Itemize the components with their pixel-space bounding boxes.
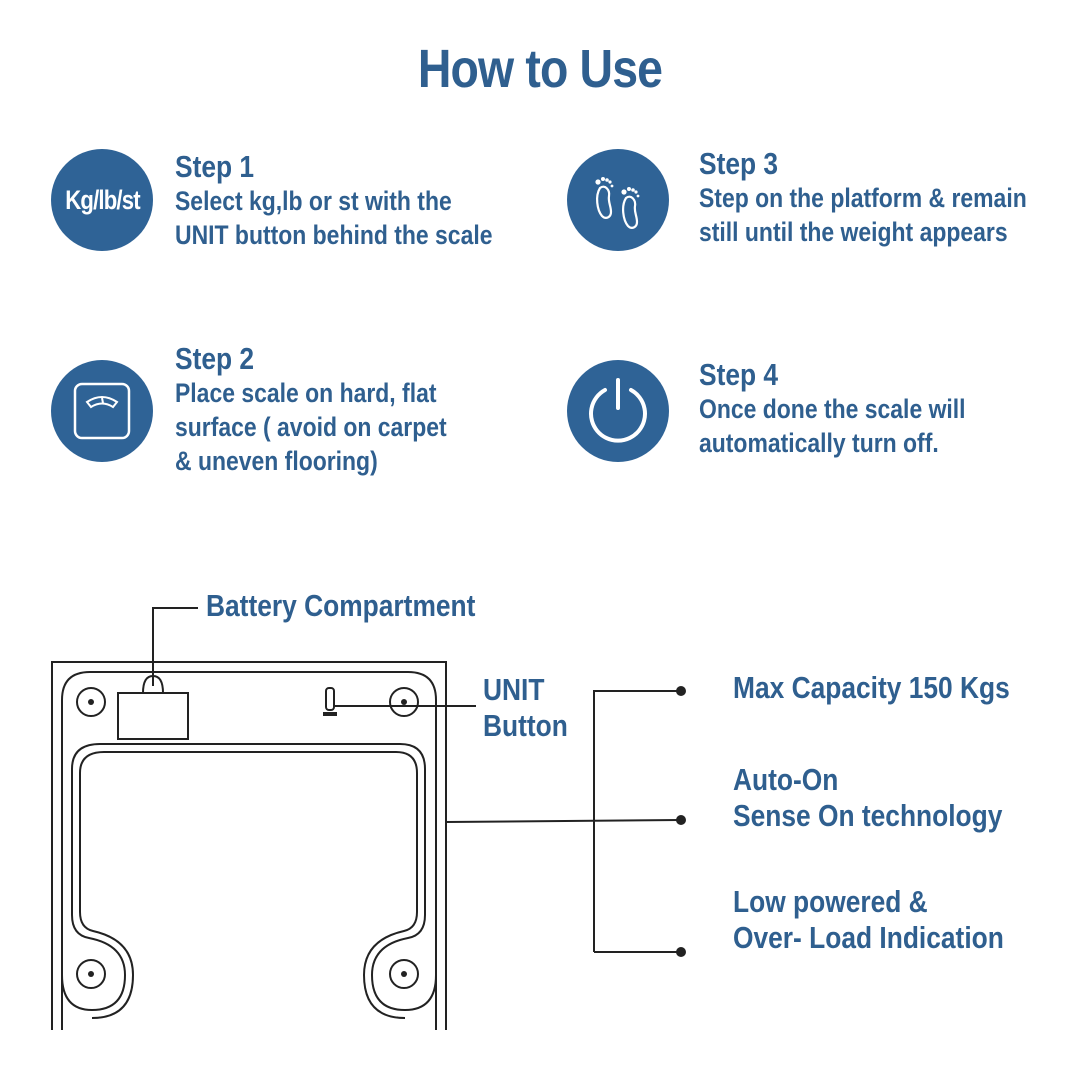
step-2: Step 2 Place scale on hard, flat surface… [175,342,495,478]
feature-2-line-2: Sense On technology [733,798,1003,833]
step-4-line-1: Once done the scale will [699,394,966,424]
step-3: Step 3 Step on the platform & remain sti… [699,147,1080,249]
scale-icon [51,360,153,462]
battery-compartment [117,692,189,740]
feature-low-power: Low powered & Over- Load Indication [733,884,1004,956]
step-1-line-1: Select kg,lb or st with the [175,186,452,216]
page-title: How to Use [417,39,663,99]
step-4-heading: Step 4 [699,357,779,392]
foot-top-right [389,687,419,717]
feature-3-line-1: Low powered & [733,884,928,919]
footprints-icon [567,149,669,251]
step-1: Step 1 Select kg,lb or st with the UNIT … [175,150,549,252]
step-4-line-2: automatically turn off. [699,428,939,458]
feature-dot-2 [676,815,686,825]
step-4: Step 4 Once done the scale will automati… [699,358,1013,460]
scale-platform-recess [100,743,437,1012]
feature-3-line-2: Over- Load Indication [733,920,1004,955]
unit-badge-text: Kg/lb/st [64,184,140,215]
power-icon [567,360,669,462]
scale-inner-outline [61,671,437,1030]
step-2-line-3: & uneven flooring) [175,446,378,476]
unit-button [325,687,335,711]
foot-bottom-right [389,959,419,989]
feature-dot-1 [676,686,686,696]
unit-button-label: UNIT Button [483,672,568,744]
step-3-heading: Step 3 [699,146,779,181]
feature-auto-on: Auto-On Sense On technology [733,762,1002,834]
feature-1-line-1: Max Capacity 150 Kgs [733,670,1010,705]
feature-dot-3 [676,947,686,957]
foot-bottom-left [76,959,106,989]
unit-label-line-1: UNIT [483,672,545,707]
step-2-line-2: surface ( avoid on carpet [175,412,447,442]
foot-top-left [76,687,106,717]
battery-compartment-label: Battery Compartment [206,588,476,623]
feature-max-capacity: Max Capacity 150 Kgs [733,670,1010,706]
step-3-line-2: still until the weight appears [699,217,1008,247]
step-1-line-2: UNIT button behind the scale [175,220,493,250]
step-2-line-1: Place scale on hard, flat [175,378,437,408]
scale-outer-frame [51,661,447,1030]
step-2-heading: Step 2 [175,341,255,376]
step-3-line-1: Step on the platform & remain [699,183,1027,213]
kg-lb-st-badge-icon: Kg/lb/st [51,149,153,251]
unit-label-line-2: Button [483,708,568,743]
step-1-heading: Step 1 [175,149,255,184]
feature-2-line-1: Auto-On [733,762,839,797]
